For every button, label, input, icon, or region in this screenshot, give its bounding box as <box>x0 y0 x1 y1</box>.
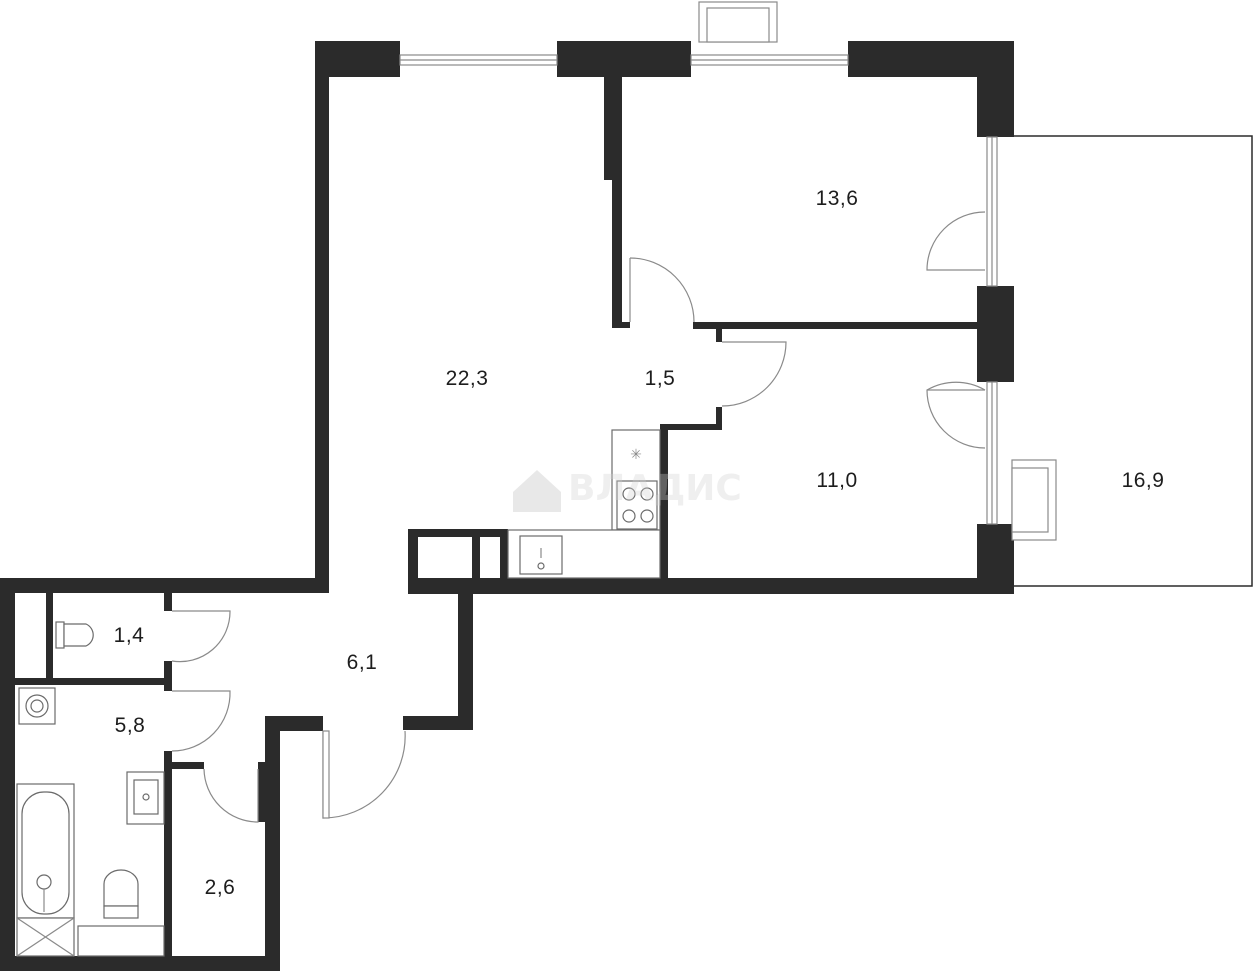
room-area-bedroom-2: 11,0 <box>816 469 857 492</box>
room-area-storage: 2,6 <box>205 876 236 899</box>
room-area-corridor: 6,1 <box>347 651 378 674</box>
room-area-hallway-small: 1,5 <box>645 367 676 390</box>
watermark: ВЛАДИС <box>513 468 742 512</box>
room-area-toilet: 1,4 <box>114 624 145 647</box>
kitchen-sink-icon <box>519 535 563 575</box>
stove-icon <box>616 480 658 530</box>
bathtub-icon <box>16 783 75 919</box>
room-area-bathroom: 5,8 <box>115 714 146 737</box>
walls <box>0 41 1014 971</box>
room-area-bedroom-1: 13,6 <box>816 187 859 210</box>
room-area-balcony: 16,9 <box>1122 469 1165 492</box>
balcony-outline <box>1012 135 1253 587</box>
svg-text:✳: ✳ <box>630 447 642 463</box>
watermark-logo-icon <box>513 470 561 512</box>
shower-tray-icon <box>16 917 75 957</box>
washing-machine-icon <box>18 687 56 725</box>
watermark-text: ВЛАДИС <box>568 468 742 509</box>
bathroom-fixtures <box>16 621 165 957</box>
toilet-icon-bathroom <box>103 869 139 919</box>
toilet-icon <box>55 621 94 649</box>
doors <box>171 211 986 823</box>
washbasin-icon <box>126 771 165 825</box>
room-area-living-room: 22,3 <box>446 367 489 390</box>
kitchen-fixtures: ✳ <box>507 429 661 579</box>
room-labels: 13,6 22,3 1,5 11,0 16,9 1,4 6,1 5,8 2,6 <box>114 187 1165 899</box>
windows <box>399 1 1057 541</box>
